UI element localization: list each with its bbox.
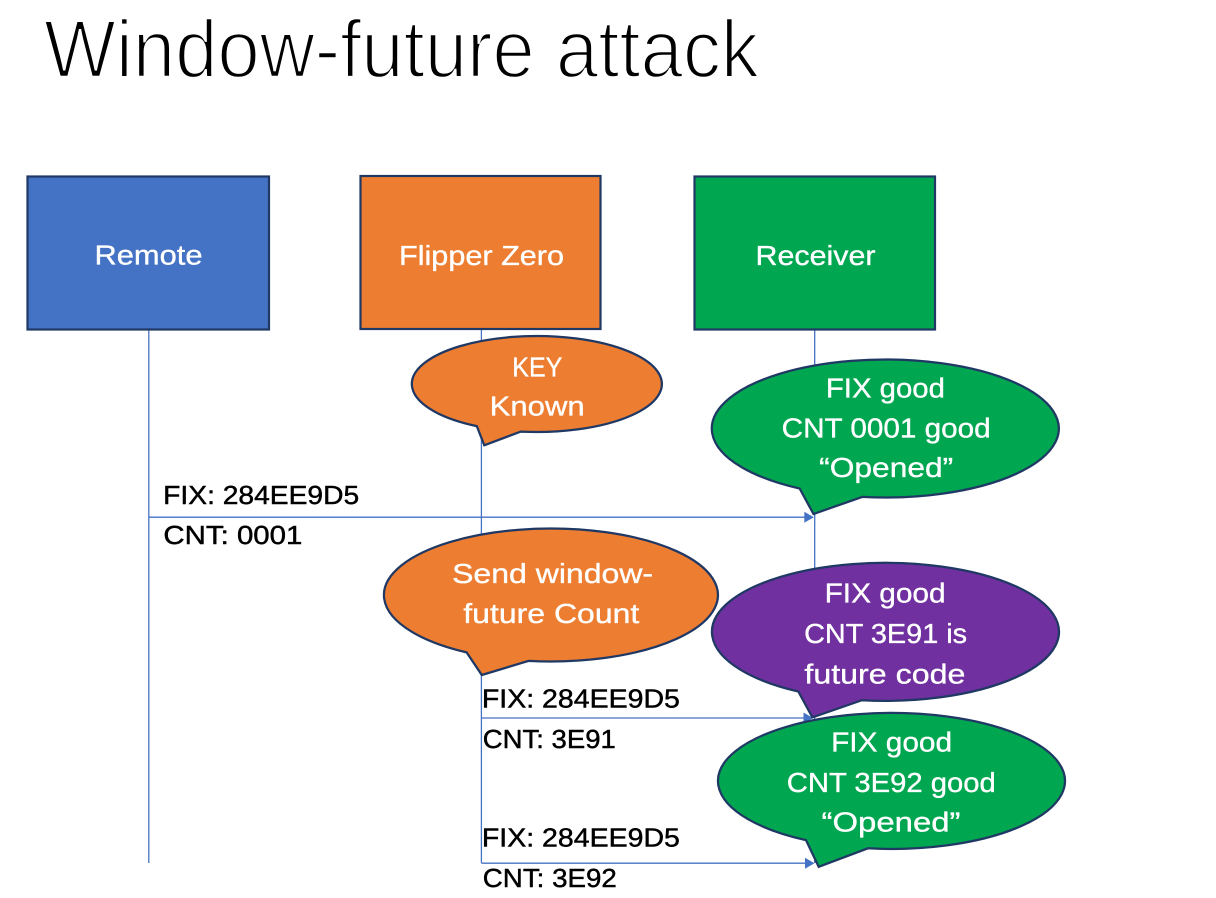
svg-text:CNT 3E91 is: CNT 3E91 is [804,618,967,649]
svg-text:Receiver: Receiver [756,240,876,271]
svg-text:Known: Known [490,391,585,422]
svg-text:CNT: 3E92: CNT: 3E92 [483,863,617,893]
svg-text:“Opened”: “Opened” [822,807,961,838]
svg-text:FIX good: FIX good [826,373,945,404]
svg-text:CNT: 3E91: CNT: 3E91 [483,724,616,754]
svg-text:CNT: 0001: CNT: 0001 [163,520,302,550]
svg-text:FIX good: FIX good [825,578,946,609]
svg-text:FIX: 284EE9D5: FIX: 284EE9D5 [482,684,680,714]
svg-text:FIX: 284EE9D5: FIX: 284EE9D5 [482,822,680,852]
svg-text:FIX good: FIX good [831,727,952,758]
svg-text:future code: future code [804,659,965,690]
svg-text:Send window-: Send window- [452,558,653,589]
svg-text:FIX: 284EE9D5: FIX: 284EE9D5 [163,480,359,510]
svg-text:future Count: future Count [463,598,639,629]
svg-text:Remote: Remote [95,240,203,271]
svg-text:CNT 0001 good: CNT 0001 good [782,413,991,444]
svg-text:“Opened”: “Opened” [819,452,953,483]
svg-text:Flipper Zero: Flipper Zero [399,240,564,271]
svg-text:CNT 3E92 good: CNT 3E92 good [787,767,996,798]
svg-text:Window-future attack: Window-future attack [44,4,760,95]
svg-text:KEY: KEY [512,351,562,382]
